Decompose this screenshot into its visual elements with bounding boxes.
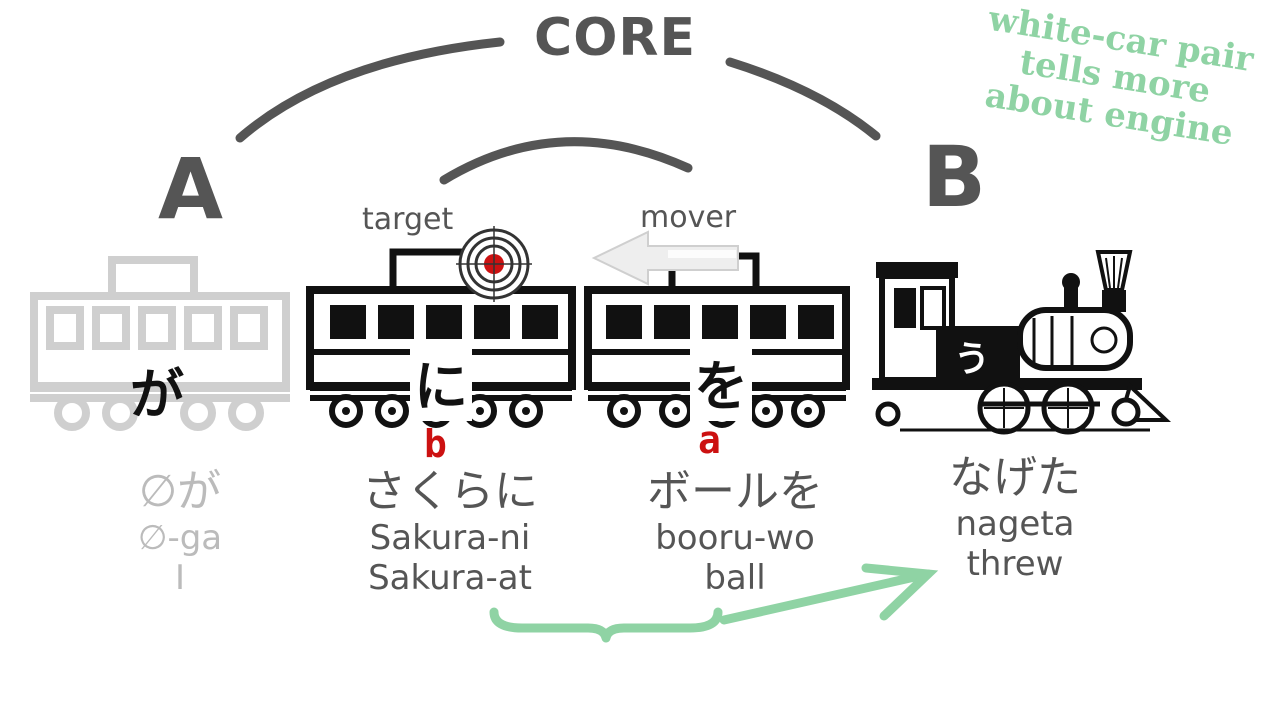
core-arc-left: [235, 37, 505, 143]
core-arc-right: [725, 57, 881, 141]
marker-b: b: [424, 422, 447, 466]
word-ni-romaji: Sakura-ni: [369, 518, 531, 558]
mover-arrow-icon: [591, 230, 739, 286]
ga-car: [30, 256, 290, 431]
ga-particle: が: [130, 363, 184, 426]
word-wo-romaji: booru-wo: [655, 518, 815, 558]
word-ga-kana: ∅が: [138, 466, 222, 517]
target-icon: [456, 226, 532, 302]
green-brace: [489, 607, 723, 643]
word-ni: さくらに Sakura-ni Sakura-at: [340, 466, 560, 598]
marker-a: a: [698, 418, 721, 462]
engine-particle: う: [954, 339, 991, 380]
word-ga-romaji: ∅-ga: [137, 518, 223, 558]
word-ni-kana: さくらに: [362, 466, 538, 517]
word-nageta-romaji: nageta: [955, 504, 1075, 544]
engine-locomotive: [872, 250, 1172, 435]
word-nageta-gloss: threw: [966, 544, 1064, 584]
role-target: target: [362, 202, 454, 237]
word-nageta-kana: なげた: [949, 452, 1081, 503]
ni-particle: に: [410, 342, 472, 421]
word-ga-gloss: I: [174, 558, 186, 598]
label-b: B: [922, 128, 987, 226]
core-title: CORE: [534, 8, 696, 68]
word-wo-gloss: ball: [704, 558, 766, 598]
label-a: A: [158, 140, 224, 238]
inner-arc: [439, 137, 693, 185]
green-arrow-icon: [719, 563, 939, 625]
word-wo-kana: ボールを: [647, 466, 823, 517]
word-ga: ∅が ∅-ga I: [90, 466, 270, 598]
wo-particle: を: [690, 342, 752, 421]
word-ni-gloss: Sakura-at: [368, 558, 532, 598]
word-wo: ボールを booru-wo ball: [620, 466, 850, 598]
role-mover: mover: [640, 200, 737, 235]
word-nageta: なげた nageta threw: [910, 452, 1120, 584]
